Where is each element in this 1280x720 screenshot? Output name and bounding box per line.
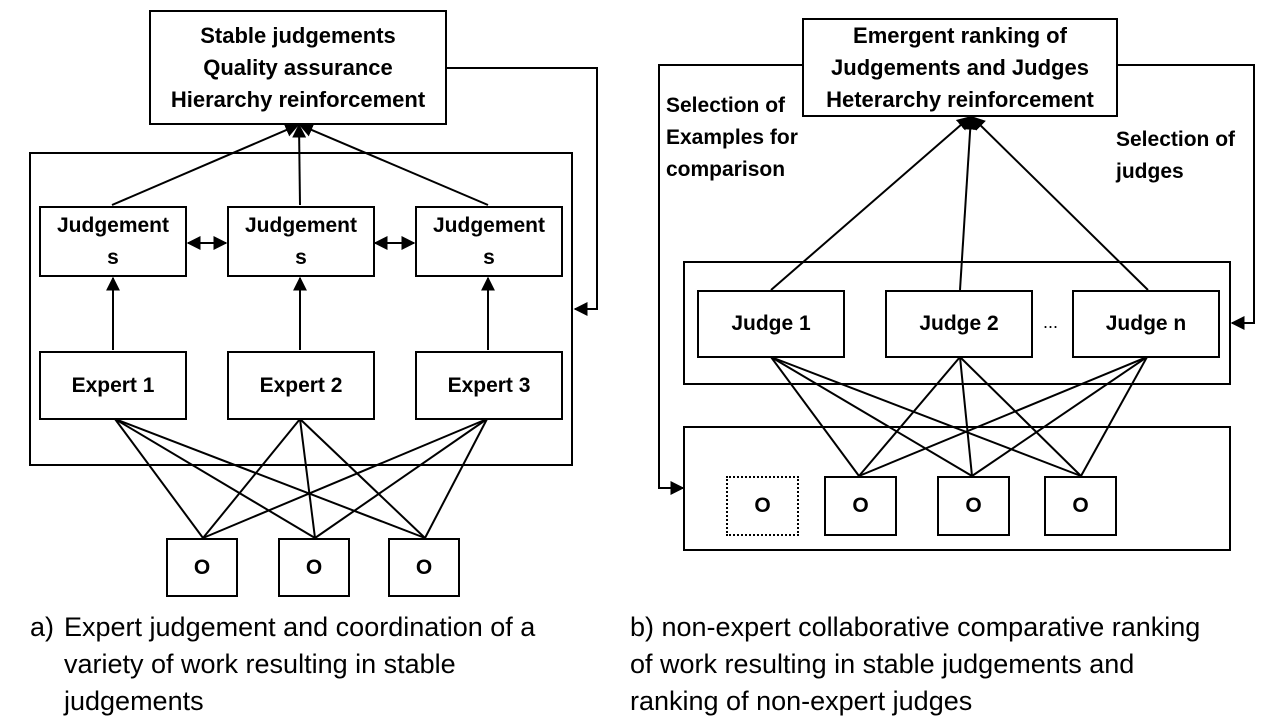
caption-a-line2: variety of work resulting in stable	[64, 649, 456, 679]
caption-a-line3: judgements	[64, 686, 204, 716]
judges-container-frame	[683, 261, 1231, 385]
top-box-a: Stable judgements Quality assurance Hier…	[149, 10, 447, 125]
objects-container-frame	[683, 426, 1231, 551]
top-box-b-line2: Judgements and Judges	[831, 54, 1089, 80]
top-box-b: Emergent ranking of Judgements and Judge…	[802, 18, 1118, 117]
object-box-b-candidate: O	[726, 476, 799, 536]
object-box-b-3: O	[1044, 476, 1117, 536]
top-box-a-line1: Stable judgements	[200, 22, 396, 48]
caption-a: a) Expert judgement and coordination of …	[30, 609, 620, 719]
line-judgement1-to-top	[111, 123, 300, 206]
judge-box-n: Judge n	[1072, 290, 1220, 358]
caption-b: b) non-expert collaborative comparative …	[630, 609, 1270, 719]
expert-box-2: Expert 2	[227, 351, 375, 420]
top-box-a-line3: Hierarchy reinforcement	[170, 86, 426, 112]
top-box-a-line2: Quality assurance	[203, 54, 393, 80]
label-selection-examples: Selection of Examples for comparison	[666, 94, 798, 181]
expert-box-1: Expert 1	[39, 351, 187, 420]
feedback-arrow-b-left	[658, 64, 802, 495]
label-selection-judges: Selection of judges	[1116, 128, 1236, 183]
judgement-box-3: Judgement s	[415, 206, 563, 277]
caption-b-line2: of work resulting in stable judgements a…	[630, 649, 1135, 679]
line-judgement2-to-top	[292, 123, 307, 206]
judgement-box-2: Judgement s	[227, 206, 375, 277]
caption-a-line1: Expert judgement and coordination of a	[64, 612, 536, 642]
top-box-b-line1: Emergent ranking of	[853, 22, 1067, 48]
object-box-a-2: O	[278, 538, 350, 597]
line-judgement3-to-top	[298, 123, 489, 206]
judge-box-1: Judge 1	[697, 290, 845, 358]
judgement-box-1: Judgement s	[39, 206, 187, 277]
object-box-a-1: O	[166, 538, 238, 597]
expert-box-3: Expert 3	[415, 351, 563, 420]
object-box-a-3: O	[388, 538, 460, 597]
feedback-arrow-b-right	[1117, 64, 1255, 330]
object-box-b-1: O	[824, 476, 897, 536]
object-box-b-2: O	[937, 476, 1010, 536]
caption-b-line3: ranking of non-expert judges	[630, 686, 973, 716]
judges-ellipsis: ...	[1043, 312, 1059, 332]
judge-box-2: Judge 2	[885, 290, 1033, 358]
expert-container-frame	[29, 152, 573, 466]
feedback-arrow-a	[446, 67, 598, 316]
caption-b-line1: b) non-expert collaborative comparative …	[630, 612, 1201, 642]
caption-a-marker: a)	[30, 612, 55, 642]
top-box-b-line3: Heterarchy reinforcement	[826, 86, 1094, 112]
